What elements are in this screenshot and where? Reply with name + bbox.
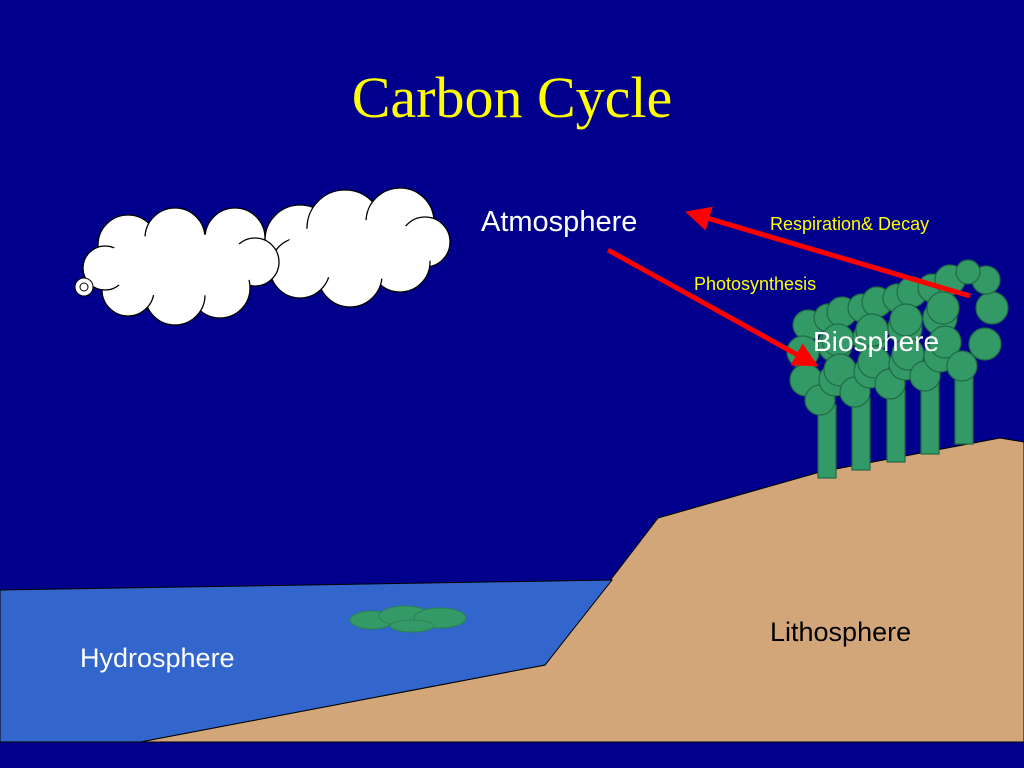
- photosynthesis-label: Photosynthesis: [694, 274, 817, 294]
- respiration-label: Respiration& Decay: [770, 214, 930, 234]
- slide-title: Carbon Cycle: [351, 65, 673, 130]
- tree-group: [786, 259, 1009, 479]
- cloud-left: [82, 207, 280, 326]
- hydrosphere-label: Hydrosphere: [80, 643, 235, 673]
- tree-trunk: [817, 404, 837, 479]
- cloud-right: [264, 187, 451, 308]
- photosynthesis-arrow: [606, 247, 819, 367]
- atmosphere-label: Atmosphere: [481, 206, 638, 238]
- lithosphere-label: Lithosphere: [770, 617, 912, 647]
- algae-patch: [349, 605, 467, 633]
- biosphere-label: Biosphere: [813, 326, 940, 357]
- tree-trunk: [920, 381, 940, 455]
- tree-trunk: [886, 389, 906, 463]
- respiration-arrow: [685, 206, 971, 299]
- tree-canopy: [926, 259, 1009, 382]
- tree-trunk: [851, 397, 871, 471]
- cloud-handle-icon: [74, 277, 94, 297]
